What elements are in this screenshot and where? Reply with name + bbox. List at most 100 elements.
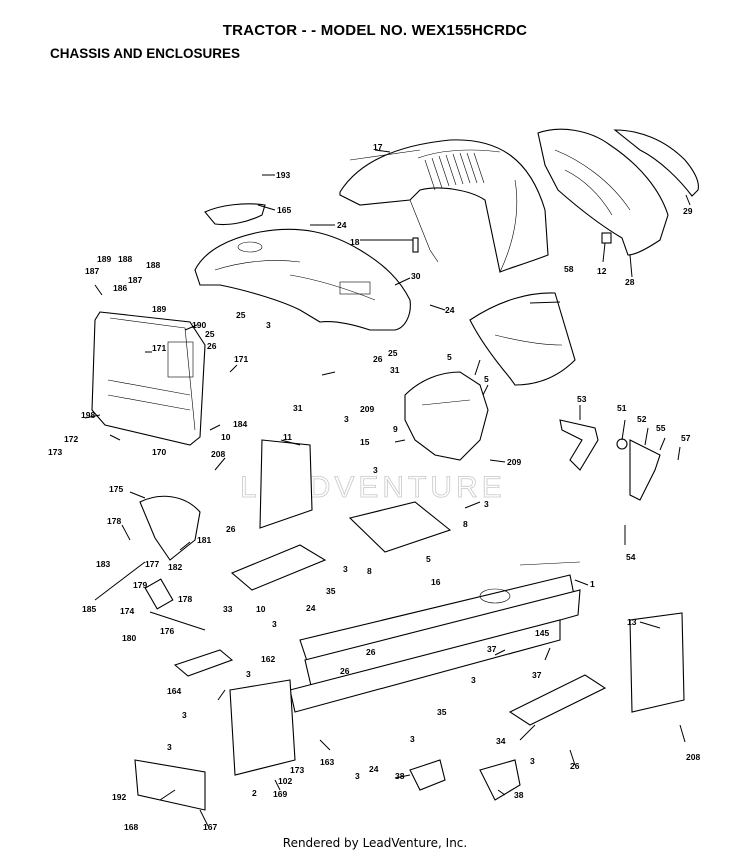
callout-18: 18 [350, 237, 360, 247]
callout-172: 172 [64, 434, 78, 444]
callout-10: 10 [221, 432, 231, 442]
callout-25-c: 25 [388, 348, 398, 358]
callout-55: 55 [656, 423, 666, 433]
callout-11: 11 [283, 432, 292, 442]
callout-37: 37 [487, 644, 497, 654]
callout-28: 28 [625, 277, 635, 287]
battery-bracket-part [404, 371, 489, 461]
callout-57: 57 [681, 433, 691, 443]
footer-credit: Rendered by LeadVenture, Inc. [282, 836, 468, 850]
callout-26-d: 26 [366, 647, 376, 657]
callout-25: 25 [205, 329, 215, 339]
callout-54: 54 [626, 552, 636, 562]
callout-29: 29 [683, 206, 693, 216]
steering-gear-part [144, 578, 174, 610]
callout-31: 31 [390, 365, 400, 375]
callout-192: 192 [112, 792, 126, 802]
callout-183: 183 [96, 559, 110, 569]
callout-labels: 193 165 24 17 18 29 12 28 30 58 189 188 … [48, 142, 700, 832]
callout-33: 33 [223, 604, 233, 614]
callout-179: 179 [133, 580, 147, 590]
callout-145: 145 [535, 628, 549, 638]
right-side-plate-part [629, 612, 685, 713]
callout-35: 35 [326, 586, 336, 596]
callout-37-b: 37 [532, 670, 542, 680]
callout-3-g: 3 [272, 619, 277, 629]
pedal-arm-right-part [629, 439, 661, 501]
callout-178: 178 [107, 516, 121, 526]
callout-209: 209 [360, 404, 374, 414]
callout-24: 24 [337, 220, 347, 230]
callout-171-b: 171 [234, 354, 248, 364]
footrest-cover-part [230, 544, 327, 591]
callout-31-b: 31 [293, 403, 303, 413]
callout-26-e: 26 [340, 666, 350, 676]
callout-181: 181 [197, 535, 211, 545]
seat-pan-part [469, 292, 576, 386]
callout-3-k: 3 [410, 734, 415, 744]
callout-165: 165 [277, 205, 291, 215]
callout-185: 185 [82, 604, 96, 614]
callout-182: 182 [168, 562, 182, 572]
callout-177: 177 [145, 559, 159, 569]
leader-lines [84, 149, 691, 827]
callout-17: 17 [373, 142, 383, 152]
callout-52: 52 [637, 414, 647, 424]
callout-34: 34 [496, 736, 506, 746]
callout-1: 1 [590, 579, 595, 589]
page-title: TRACTOR - - MODEL NO. WEX155HCRDC [222, 22, 528, 39]
callout-208-b: 208 [686, 752, 700, 762]
callout-24-c: 24 [306, 603, 316, 613]
front-axle-mount-part [229, 679, 296, 776]
callout-38: 38 [395, 771, 405, 781]
callout-171: 171 [152, 343, 166, 353]
callout-26: 26 [207, 341, 217, 351]
callout-3-l: 3 [530, 756, 535, 766]
pedal-arm-left-part [559, 419, 599, 471]
callout-10-b: 10 [256, 604, 266, 614]
callout-168: 168 [124, 822, 138, 832]
callout-3-d: 3 [343, 564, 348, 574]
callout-5-b: 5 [484, 374, 489, 384]
callout-3-f: 3 [471, 675, 476, 685]
callout-102: 102 [278, 776, 292, 786]
callout-178-b: 178 [178, 594, 192, 604]
dash-panel-part [194, 228, 411, 331]
callout-198: 198 [81, 410, 95, 420]
dash-cover-part [204, 203, 266, 226]
callout-5-c: 5 [426, 554, 431, 564]
grille-side-panels-part [537, 128, 699, 256]
callout-38-b: 38 [514, 790, 524, 800]
battery-tray-part [348, 501, 452, 553]
page-subtitle: CHASSIS AND ENCLOSURES [50, 46, 241, 61]
callout-187-b: 187 [128, 275, 142, 285]
callout-3: 3 [266, 320, 271, 330]
callout-35-b: 35 [437, 707, 447, 717]
callout-188-b: 188 [146, 260, 160, 270]
lower-bracket-right-part [479, 759, 521, 801]
callout-169: 169 [273, 789, 287, 799]
callout-8: 8 [367, 566, 372, 576]
callout-162: 162 [261, 654, 275, 664]
callout-2: 2 [252, 788, 257, 798]
callout-187: 187 [85, 266, 99, 276]
callout-25-b: 25 [236, 310, 246, 320]
callout-174: 174 [120, 606, 134, 616]
callout-3-i: 3 [246, 669, 251, 679]
callout-176: 176 [160, 626, 174, 636]
callout-26-b: 26 [373, 354, 383, 364]
callout-175: 175 [109, 484, 123, 494]
lower-bracket-left-part [409, 759, 446, 791]
callout-8-b: 8 [463, 519, 468, 529]
callout-173: 173 [48, 447, 62, 457]
bushing-part [616, 438, 628, 450]
callout-15: 15 [360, 437, 370, 447]
callout-173-b: 173 [290, 765, 304, 775]
hood-pin-part [412, 237, 419, 253]
callout-3-b: 3 [344, 414, 349, 424]
callout-209-b: 209 [507, 457, 521, 467]
callout-30: 30 [411, 271, 421, 281]
front-grille-frame-part [91, 311, 206, 446]
callout-170: 170 [152, 447, 166, 457]
callout-24-d: 24 [369, 764, 379, 774]
